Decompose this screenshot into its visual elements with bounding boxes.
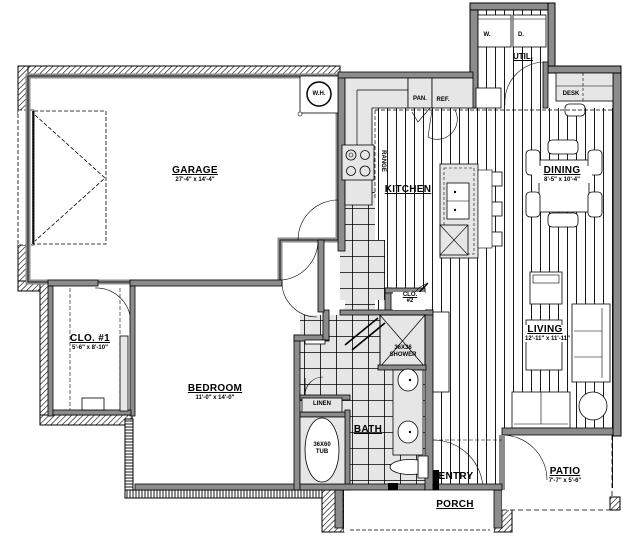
room-label-patio: PATIO 7'-7" x 5'-6" — [548, 466, 582, 485]
room-label-closet1: CLO. #1 5'-6" x 8'-10" — [70, 333, 110, 352]
room-label-dining: DINING 8'-5" x 10'-4" — [532, 166, 592, 183]
room-label-bedroom: BEDROOM 11'-0" x 14'-0" — [187, 383, 243, 402]
garage-floor — [28, 76, 338, 280]
dryer-label: D. — [518, 32, 524, 38]
range-label: RANGE — [380, 150, 386, 172]
room-label-bath: BATH — [353, 424, 383, 435]
pantry-label: PAN. — [413, 96, 427, 102]
room-label-entry: ENTRY — [438, 471, 474, 482]
tub-label: 36X60 TUB — [313, 442, 331, 456]
room-label-closet2: CLO. #2 — [402, 292, 418, 304]
room-label-garage: GARAGE 27'-4" x 14'-4" — [172, 165, 218, 184]
refrigerator-label: REF. — [436, 97, 450, 103]
bedroom-floor — [135, 285, 295, 485]
room-label-porch: PORCH — [436, 499, 474, 510]
water-heater-label: W.H. — [312, 91, 326, 97]
washer-label: W. — [483, 32, 491, 38]
linen-label: LINEN — [313, 401, 331, 407]
room-label-util: UTIL. — [513, 52, 533, 61]
room-label-living: LIVING 12'-11" x 11'-11" — [525, 324, 570, 342]
shower-label: 36X36 SHOWER — [389, 345, 417, 358]
room-label-kitchen: KITCHEN — [384, 184, 432, 195]
desk-label: DESK — [562, 91, 580, 97]
closet1-floor — [52, 285, 132, 415]
